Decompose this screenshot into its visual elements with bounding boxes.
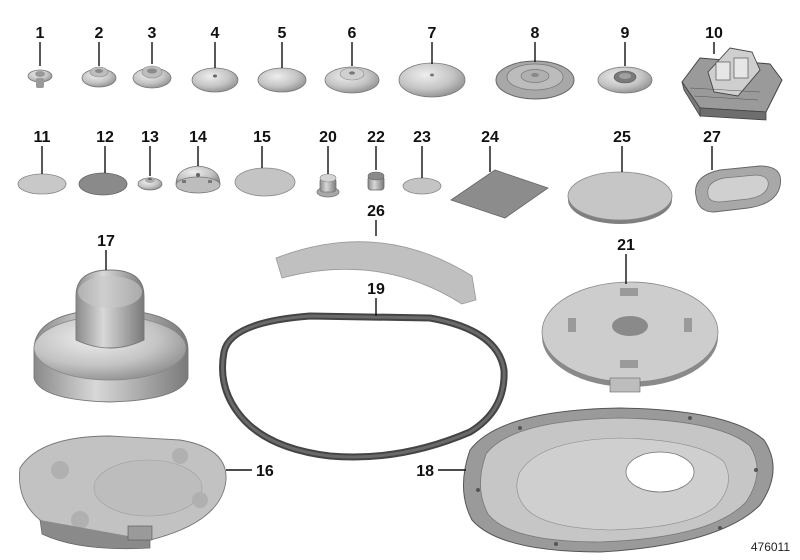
callout-9: 9 xyxy=(621,25,630,42)
part-11[interactable] xyxy=(17,173,67,195)
part-3[interactable] xyxy=(132,65,172,89)
callout-15: 15 xyxy=(253,129,271,146)
part-10[interactable] xyxy=(681,47,783,121)
callout-11: 11 xyxy=(34,129,51,146)
callout-10: 10 xyxy=(705,25,723,42)
callout-19: 19 xyxy=(367,281,385,298)
leader-lines xyxy=(39,42,715,471)
part-24[interactable] xyxy=(450,169,549,219)
part-16[interactable] xyxy=(18,435,227,550)
callout-1: 1 xyxy=(36,25,45,42)
callout-27: 27 xyxy=(703,129,721,146)
callout-20: 20 xyxy=(319,129,337,146)
part-15[interactable] xyxy=(234,167,296,197)
callout-5: 5 xyxy=(278,25,287,42)
part-25[interactable] xyxy=(567,171,673,224)
part-21[interactable] xyxy=(541,281,719,393)
callout-17: 17 xyxy=(97,233,115,250)
callout-14: 14 xyxy=(189,129,207,146)
callout-21: 21 xyxy=(617,237,635,254)
part-18[interactable] xyxy=(462,407,774,553)
part-20[interactable] xyxy=(316,173,340,198)
part-6[interactable] xyxy=(324,66,380,94)
part-27[interactable] xyxy=(695,165,782,213)
callout-8: 8 xyxy=(531,25,540,42)
part-7[interactable] xyxy=(398,62,466,98)
part-1[interactable] xyxy=(27,69,53,88)
part-17[interactable] xyxy=(33,269,189,403)
callout-4: 4 xyxy=(211,25,220,42)
callout-numbers: 1 2 3 4 5 6 7 8 9 10 11 12 13 14 15 20 2… xyxy=(34,25,723,480)
part-23[interactable] xyxy=(402,177,442,195)
callout-3: 3 xyxy=(148,25,157,42)
part-26[interactable] xyxy=(275,241,477,305)
part-22[interactable] xyxy=(367,171,385,191)
callout-18: 18 xyxy=(416,463,434,480)
callout-6: 6 xyxy=(348,25,357,42)
part-19[interactable] xyxy=(219,312,508,461)
callout-23: 23 xyxy=(413,129,431,146)
callout-25: 25 xyxy=(613,129,631,146)
part-2[interactable] xyxy=(81,66,117,88)
part-14[interactable] xyxy=(175,165,221,194)
part-8[interactable] xyxy=(495,60,575,100)
callout-24: 24 xyxy=(481,129,499,146)
part-12[interactable] xyxy=(78,172,128,196)
diagram-id: 476011 xyxy=(750,540,790,554)
part-9[interactable] xyxy=(597,66,653,94)
callout-22: 22 xyxy=(367,129,385,146)
callout-26: 26 xyxy=(367,203,385,220)
callout-13: 13 xyxy=(141,129,159,146)
callout-7: 7 xyxy=(428,25,437,42)
part-4[interactable] xyxy=(191,67,239,93)
callout-12: 12 xyxy=(96,129,114,146)
part-5[interactable] xyxy=(257,67,307,93)
callout-16: 16 xyxy=(256,463,274,480)
callout-2: 2 xyxy=(95,25,104,42)
part-13[interactable] xyxy=(137,177,163,191)
